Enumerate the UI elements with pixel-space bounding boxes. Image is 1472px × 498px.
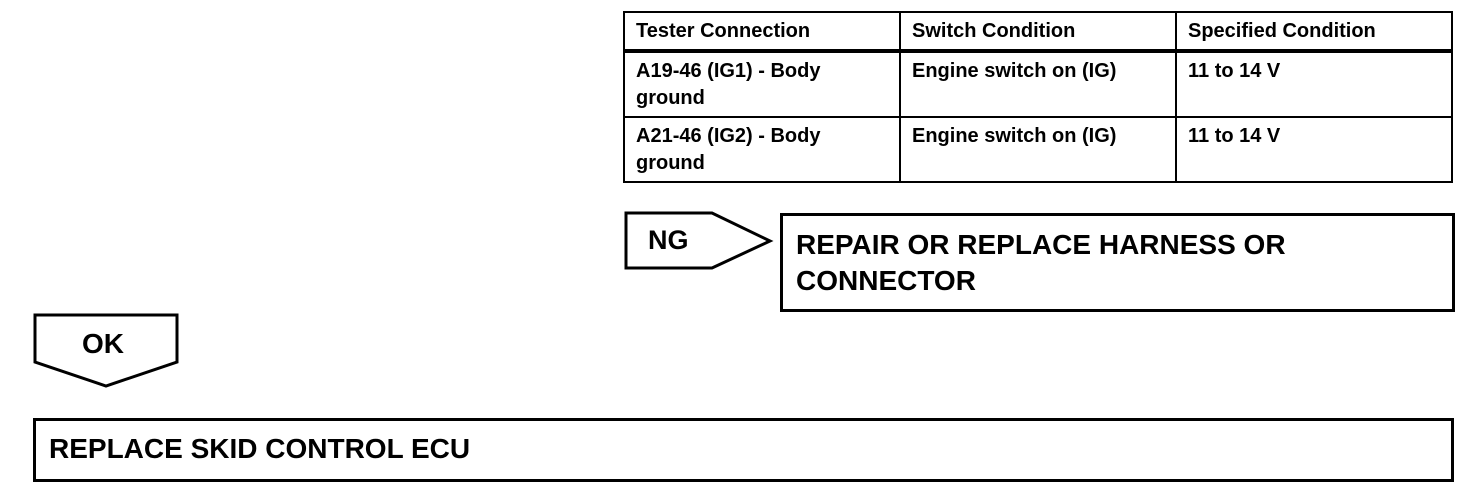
ok-label: OK xyxy=(82,328,124,359)
header-switch-condition: Switch Condition xyxy=(899,11,1177,53)
cell-tester-connection: A19-46 (IG1) - Body ground xyxy=(623,50,901,118)
ok-result-text: REPLACE SKID CONTROL ECU xyxy=(49,433,471,464)
cell-specified-condition: 11 to 14 V xyxy=(1175,50,1453,118)
ng-result-box: REPAIR OR REPLACE HARNESS OR CONNECTOR xyxy=(780,213,1455,312)
table-row: A21-46 (IG2) - Body ground Engine switch… xyxy=(623,116,1453,183)
cell-tester-connection: A21-46 (IG2) - Body ground xyxy=(623,116,901,183)
cell-switch-condition: Engine switch on (IG) xyxy=(899,50,1177,118)
cell-specified-condition: 11 to 14 V xyxy=(1175,116,1453,183)
header-specified-condition: Specified Condition xyxy=(1175,11,1453,53)
table-header-row: Tester Connection Switch Condition Speci… xyxy=(623,11,1453,53)
ok-result-box: REPLACE SKID CONTROL ECU xyxy=(33,418,1454,482)
cell-switch-condition: Engine switch on (IG) xyxy=(899,116,1177,183)
table-row: A19-46 (IG1) - Body ground Engine switch… xyxy=(623,50,1453,118)
ng-label: NG xyxy=(648,225,689,255)
ng-arrow-icon xyxy=(624,211,774,270)
header-tester-connection: Tester Connection xyxy=(623,11,901,53)
spec-table: Tester Connection Switch Condition Speci… xyxy=(623,11,1453,183)
ok-arrow-icon xyxy=(33,313,179,388)
ng-result-text: REPAIR OR REPLACE HARNESS OR CONNECTOR xyxy=(796,229,1286,296)
